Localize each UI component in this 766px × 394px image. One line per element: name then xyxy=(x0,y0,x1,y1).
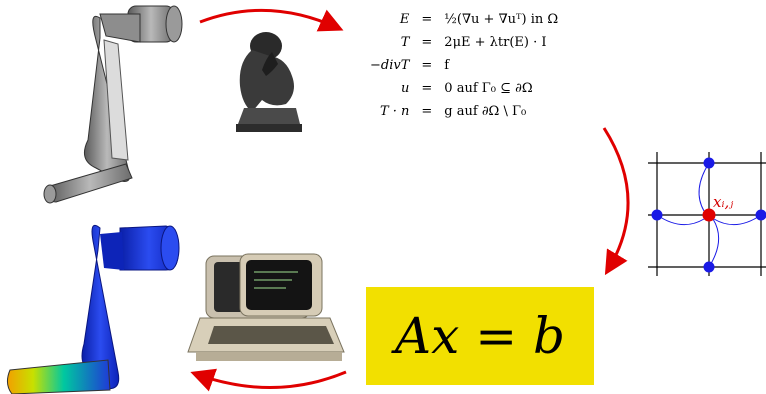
equation-operator: = xyxy=(421,104,433,119)
equation-rhs: ½(∇u + ∇uᵀ) in Ω xyxy=(444,12,559,27)
equation-row: T = 2μE + λtr(E) · I xyxy=(364,31,564,54)
equation-row: u = 0 auf Γ₀ ⊆ ∂Ω xyxy=(364,77,564,100)
crank-model-icon xyxy=(43,5,183,204)
equation-operator: = xyxy=(421,58,433,73)
equation-lhs: T xyxy=(400,35,410,50)
equation-row: T · n = g auf ∂Ω \ Γ₀ xyxy=(364,100,564,123)
grid-node-left xyxy=(651,209,663,221)
equation-operator: = xyxy=(421,12,433,27)
equation-operator: = xyxy=(421,35,433,50)
equation-lhs: T · n xyxy=(379,104,410,119)
grid-node-right xyxy=(755,209,766,221)
fem-result-icon xyxy=(6,224,180,394)
equation-row: −divT = f xyxy=(364,54,564,77)
arrow-model-to-statue xyxy=(199,8,344,32)
equations-block: E = ½(∇u + ∇uᵀ) in Ω T = 2μE + λtr(E) · … xyxy=(364,8,564,123)
equation-rhs: g auf ∂Ω \ Γ₀ xyxy=(444,104,527,119)
equation-rhs: f xyxy=(444,58,450,73)
equation-lhs: −divT xyxy=(370,58,410,73)
equation-operator: = xyxy=(421,81,433,96)
thinker-statue-icon xyxy=(236,32,302,132)
equation-rhs: 0 auf Γ₀ ⊆ ∂Ω xyxy=(444,81,533,96)
equation-lhs: E xyxy=(399,12,410,27)
equation-rhs: 2μE + λtr(E) · I xyxy=(444,35,547,50)
linear-system-box: Ax = b xyxy=(366,287,594,385)
arrow-equations-to-grid xyxy=(602,127,630,276)
grid-node-bottom xyxy=(703,261,715,273)
linear-system-text: Ax = b xyxy=(395,307,565,365)
stencil-grid-icon xyxy=(648,152,766,276)
equation-lhs: u xyxy=(401,81,410,96)
grid-node-top xyxy=(703,157,715,169)
arrow-system-to-computer xyxy=(190,368,347,392)
computer-icon xyxy=(187,253,345,361)
grid-node-label: xᵢ,ⱼ xyxy=(713,193,734,211)
grid-node-center xyxy=(702,208,716,222)
equation-row: E = ½(∇u + ∇uᵀ) in Ω xyxy=(364,8,564,31)
